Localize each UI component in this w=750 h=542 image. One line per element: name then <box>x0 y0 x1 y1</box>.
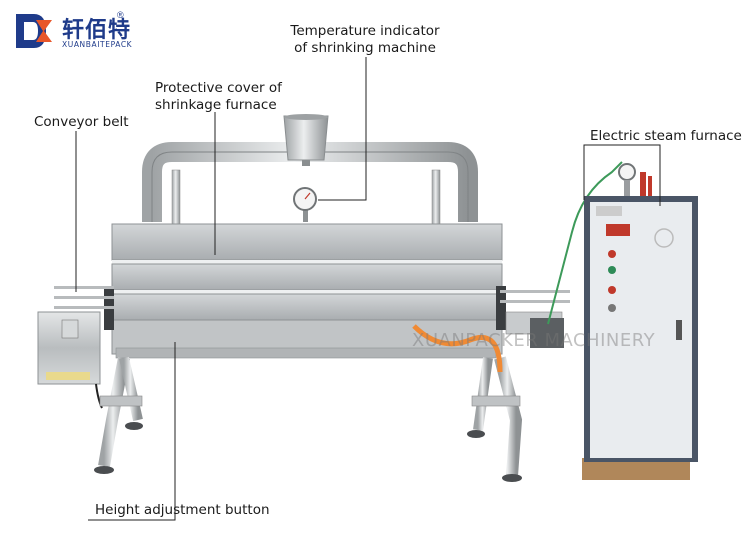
temperature-gauge <box>293 187 317 222</box>
shrink-tunnel-body <box>104 223 506 355</box>
brand-logo-icon <box>16 14 52 48</box>
machine-legs <box>94 356 523 482</box>
registered-mark: ® <box>117 10 124 20</box>
label-protective-cover-line2: shrinkage furnace <box>155 97 277 113</box>
brand-name-en: XUANBAITEPACK <box>62 40 133 49</box>
brand-name-cn: 轩佰特 <box>62 18 132 43</box>
label-temperature-indicator-line2: of shrinking machine <box>294 40 436 56</box>
leader-lines <box>75 57 661 521</box>
label-temperature-indicator: Temperature indicator of shrinking machi… <box>285 23 445 57</box>
watermark: XUANPACKER MACHINERY <box>412 330 656 351</box>
label-protective-cover: Protective cover of shrinkage furnace <box>155 80 282 114</box>
steam-furnace-cabinet <box>582 163 698 480</box>
conveyor-rails <box>54 286 570 348</box>
label-height-adjustment-button: Height adjustment button <box>95 502 270 518</box>
steam-hose <box>412 324 503 373</box>
label-conveyor-belt: Conveyor belt <box>34 114 129 130</box>
exhaust-hood <box>283 114 329 166</box>
label-temperature-indicator-line1: Temperature indicator <box>290 23 440 39</box>
control-box <box>37 311 103 409</box>
label-protective-cover-line1: Protective cover of <box>155 80 282 96</box>
label-electric-steam-furnace: Electric steam furnace <box>590 128 742 144</box>
